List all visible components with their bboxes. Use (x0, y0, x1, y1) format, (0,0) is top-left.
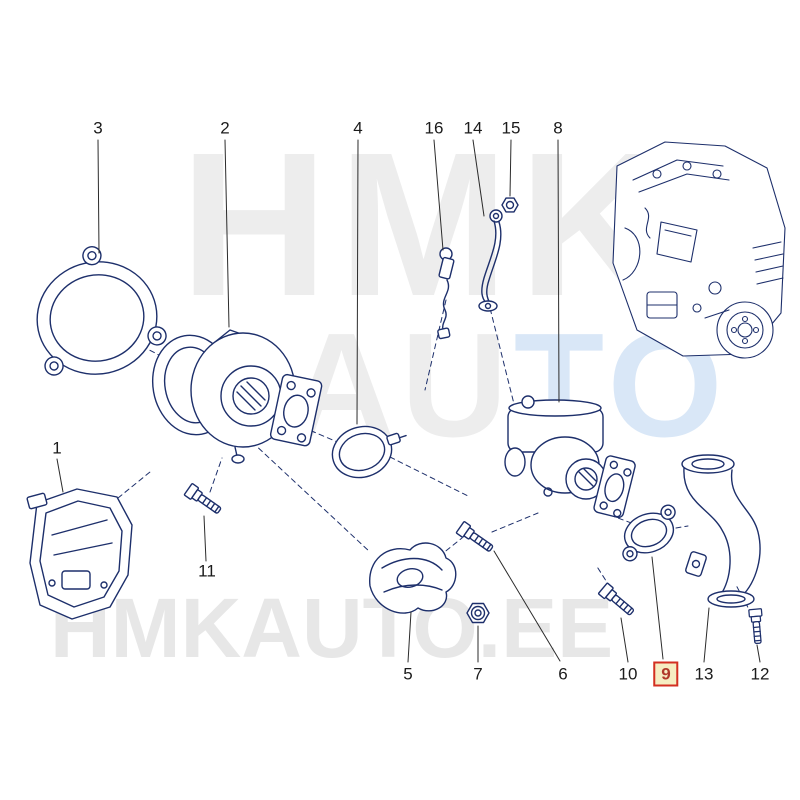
part-8-turbo-actuator (504, 395, 636, 519)
part-7-nut (466, 602, 490, 624)
callout-15[interactable]: 15 (501, 118, 521, 138)
part-3-gasket (36, 245, 167, 376)
callout-12[interactable]: 12 (750, 664, 770, 684)
part-1-actuator (26, 488, 133, 620)
watermark-auto: AUTO (288, 312, 729, 460)
callout-8[interactable]: 8 (553, 118, 563, 138)
callout-13[interactable]: 13 (694, 664, 714, 684)
part-4-clamp (331, 425, 407, 479)
part-10-bolt (597, 582, 638, 619)
part-13-downpipe (681, 454, 761, 608)
part-9-gasket (622, 504, 676, 562)
part-11-bolt (183, 482, 225, 518)
callout-14[interactable]: 14 (463, 118, 483, 138)
callout-1[interactable]: 1 (52, 438, 62, 458)
part-12-bolt (748, 608, 765, 645)
part-2-turbocharger (151, 329, 323, 464)
part-16-sensor (437, 247, 455, 340)
callout-7[interactable]: 7 (473, 664, 483, 684)
part-14-pipe-bracket (478, 209, 503, 312)
part-5-heat-shield (369, 542, 457, 614)
watermark-hmk: HMK (180, 110, 677, 339)
callout-6[interactable]: 6 (558, 664, 568, 684)
callout-4[interactable]: 4 (353, 118, 363, 138)
callout-10[interactable]: 10 (618, 664, 638, 684)
callout-16[interactable]: 16 (424, 118, 444, 138)
watermark-domain: HMKAUTO.EE (50, 581, 614, 675)
leader-lines (56, 139, 761, 663)
callout-11[interactable]: 11 (198, 561, 216, 581)
callout-5[interactable]: 5 (403, 664, 413, 684)
part-15-nut (501, 197, 519, 213)
callout-3[interactable]: 3 (93, 118, 103, 138)
callout-2[interactable]: 2 (220, 118, 230, 138)
callout-9-highlighted[interactable]: 9 (653, 661, 679, 687)
engine-illustration (612, 141, 786, 359)
